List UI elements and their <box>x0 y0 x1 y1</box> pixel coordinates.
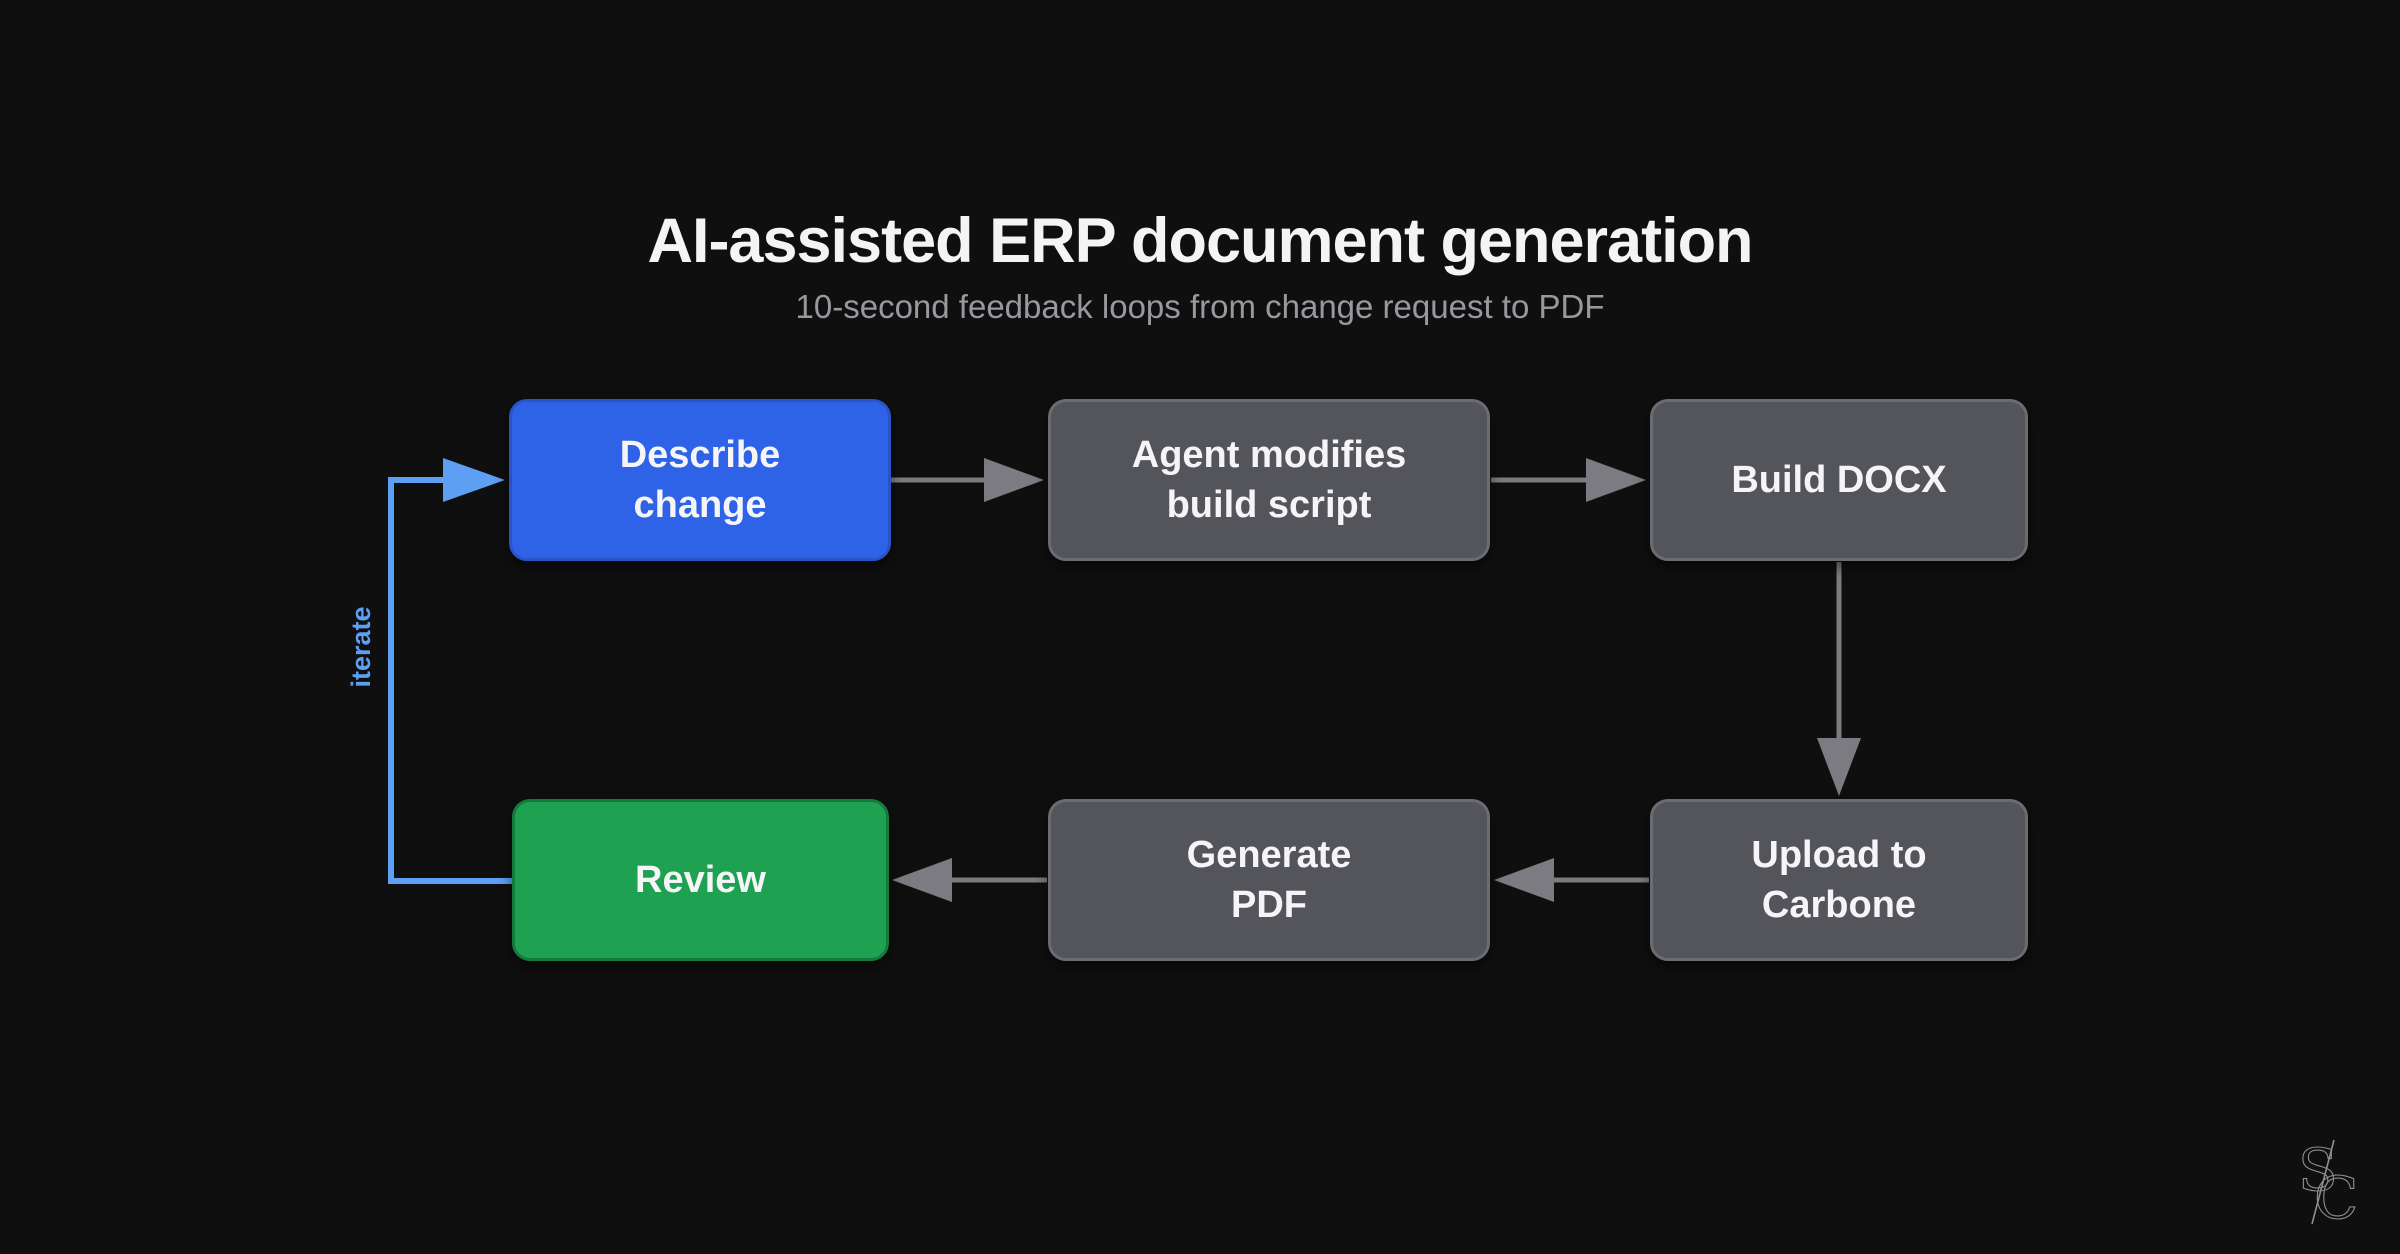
node-build-docx: Build DOCX <box>1650 399 2028 561</box>
monogram-letter-s: S <box>2298 1136 2338 1204</box>
node-label-line: build script <box>1166 484 1372 526</box>
monogram-logo: S C <box>2297 1135 2358 1232</box>
node-agent-modifies: Agent modifies build script <box>1048 399 1490 561</box>
node-label-line: Review <box>635 859 766 901</box>
edge-review-to-describe-loop-arrow <box>388 458 512 884</box>
page-subtitle: 10-second feedback loops from change req… <box>795 288 1605 325</box>
node-label-line: Carbone <box>1761 884 1917 926</box>
monogram-letter-c: C <box>2314 1164 2358 1232</box>
loop-label-iterate: iterate <box>346 606 376 688</box>
node-label-line: Upload to <box>1751 834 1927 876</box>
node-label-line: PDF <box>1231 884 1307 926</box>
node-label-line: Generate <box>1186 834 1352 876</box>
monogram-slash <box>2311 1139 2335 1225</box>
node-label-line: Describe <box>619 434 781 476</box>
edge-agent-to-docx-arrow <box>1491 458 1646 502</box>
edge-pdf-to-review-arrow <box>892 858 1047 902</box>
edge-describe-to-agent-arrow <box>891 458 1044 502</box>
page-title: AI-assisted ERP document generation <box>647 206 1753 276</box>
edge-upload-to-pdf-arrow <box>1494 858 1649 902</box>
node-generate-pdf: Generate PDF <box>1048 799 1490 961</box>
node-review: Review <box>512 799 889 961</box>
node-upload-carbone: Upload to Carbone <box>1650 799 2028 961</box>
node-label-line: Agent modifies <box>1131 434 1407 476</box>
node-label-line: Build DOCX <box>1731 459 1947 501</box>
edge-docx-to-upload-arrow <box>1817 562 1861 796</box>
node-label-line: change <box>633 484 767 526</box>
node-describe-change: Describe change <box>509 399 891 561</box>
